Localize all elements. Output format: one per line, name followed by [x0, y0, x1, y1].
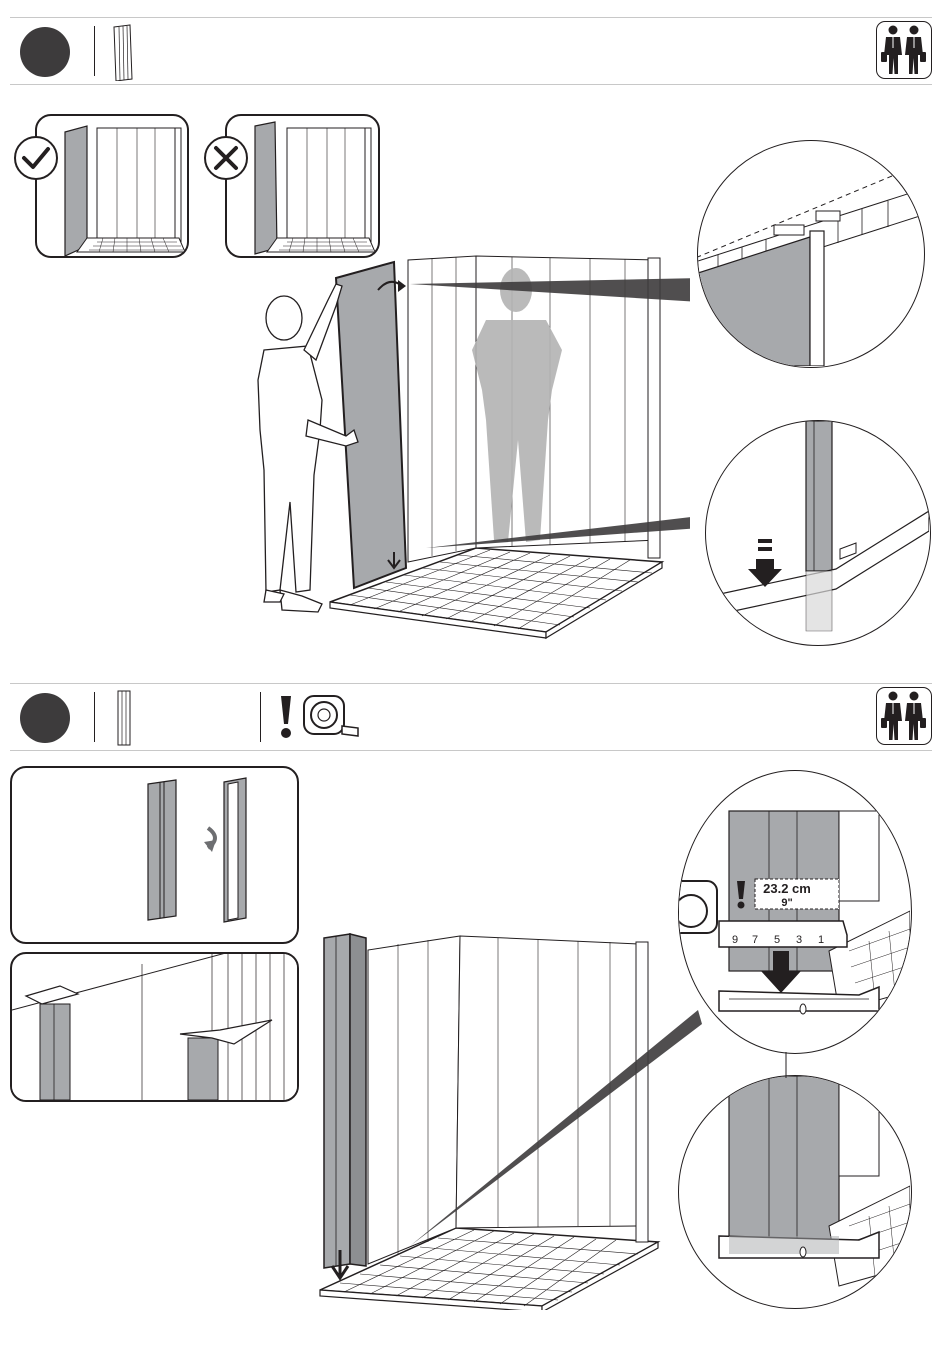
- step-header-2: [10, 683, 932, 751]
- cross-icon: [203, 135, 249, 181]
- wall-panel-part-icon: [110, 23, 136, 81]
- header-divider: [94, 26, 95, 76]
- header-divider: [260, 692, 261, 742]
- post-top-detail-panel: [10, 952, 299, 1102]
- two-person-assembly-icon: [876, 687, 932, 745]
- post-orientation-panel: [10, 766, 299, 944]
- measurement-callout: 23.2 cm 9" 9 7 5 3 1: [678, 770, 912, 1054]
- measurement-imperial: 9": [781, 897, 792, 909]
- tape-mark-3: 3: [796, 934, 802, 946]
- callout-connector: [784, 1052, 788, 1078]
- step-number-circle: [20, 27, 70, 77]
- tape-mark-7: 7: [752, 934, 758, 946]
- step1-main-illustration: [250, 240, 690, 640]
- measurement-metric: 23.2 cm: [763, 881, 811, 896]
- exclamation-icon: [278, 694, 294, 740]
- tape-mark-5: 5: [774, 934, 780, 946]
- tape-mark-1: 1: [818, 934, 824, 946]
- step2-main-illustration: [310, 920, 710, 1310]
- tape-mark-9: 9: [732, 934, 738, 946]
- tape-measure-icon: [302, 694, 362, 744]
- checkmark-icon: [13, 135, 59, 181]
- post-base-callout: [678, 1075, 912, 1309]
- header-divider: [94, 692, 95, 742]
- two-person-assembly-icon: [876, 21, 932, 79]
- step-number-circle: [20, 693, 70, 743]
- top-joint-callout: [697, 140, 925, 368]
- corner-post-part-icon: [114, 689, 134, 747]
- bottom-joint-callout: [705, 420, 931, 646]
- step-header-1: [10, 17, 932, 85]
